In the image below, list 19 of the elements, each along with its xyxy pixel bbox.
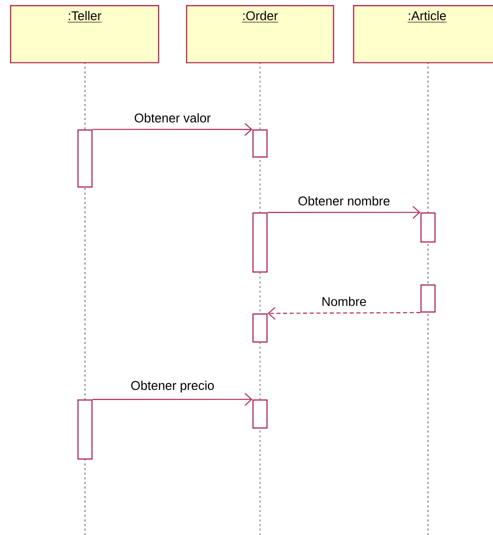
message-arrow (268, 306, 420, 320)
activation-bar (420, 284, 436, 313)
activation-bar (252, 212, 268, 273)
activation-bar (77, 399, 93, 460)
activation-bar (420, 212, 436, 243)
activation-bar (252, 399, 268, 429)
lifeline-head: :Teller (10, 5, 160, 64)
lifeline-head: :Article (353, 5, 493, 64)
message-arrow (92, 123, 252, 136)
message-label: Obtener nombre (298, 196, 390, 206)
message-arrow (268, 206, 420, 219)
message-arrow (92, 393, 252, 406)
activation-bar (252, 313, 268, 343)
message-label: Obtener precio (131, 380, 214, 392)
lifeline-head: :Order (186, 5, 334, 64)
activation-bar (77, 129, 93, 188)
activation-bar (252, 129, 268, 158)
message-label: Obtener valor (134, 113, 211, 122)
message-label: Nombre (322, 296, 366, 306)
